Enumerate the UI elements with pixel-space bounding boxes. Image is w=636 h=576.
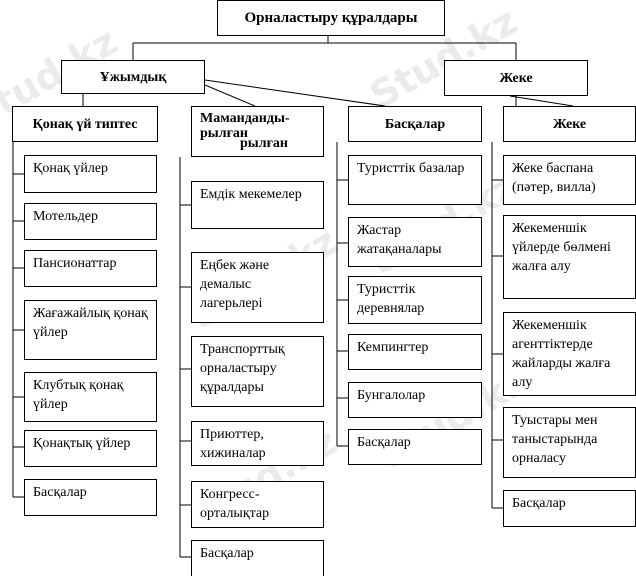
- list-item: Конгресс-орталықтар: [191, 481, 324, 528]
- list-item-label: Туристтік базалар: [357, 161, 465, 176]
- list-item-label: Пансионаттар: [33, 256, 117, 271]
- list-item: Туыстары мен таныстарында орналасу: [503, 407, 636, 478]
- column-header-hotel-type: Қонақ үй типтес: [12, 106, 158, 142]
- column-header-others: Басқалар: [348, 106, 482, 142]
- list-item-label: Туристтік деревнялар: [357, 282, 425, 316]
- list-item: Жекеменшік үйлерде бөлмені жалға алу: [503, 215, 636, 299]
- list-item-label: Кемпингтер: [357, 340, 429, 355]
- collective-label: Ұжымдық: [99, 69, 167, 85]
- list-item-label: Басқалар: [512, 496, 566, 511]
- root-node: Орналастыру құралдары: [217, 0, 445, 36]
- list-item-label: Басқалар: [33, 485, 87, 500]
- column-header-label: рылған: [200, 126, 248, 141]
- column-header-label: Жеке: [552, 116, 587, 132]
- list-item: Жеке баспана (пәтер, вилла): [503, 155, 636, 205]
- list-item: Жастар жатақаналары: [348, 217, 482, 267]
- private-label: Жеке: [499, 70, 533, 86]
- list-item: Приюттер, хижиналар: [191, 421, 324, 466]
- list-item: Жағажайлық қонақ үйлер: [24, 300, 157, 360]
- list-item-label: Транспорттық орналастыру құралдары: [200, 342, 285, 395]
- column-header-label: Қонақ үй типтес: [32, 116, 138, 132]
- list-item: Жекеменшік агенттіктерде жайларды жалға …: [503, 312, 636, 396]
- list-item: Туристтік деревнялар: [348, 276, 482, 324]
- list-item-label: Мотельдер: [33, 209, 98, 224]
- list-item: Басқалар: [24, 479, 157, 516]
- column-header-label: Мамандан­ды-: [200, 111, 290, 126]
- list-item-label: Қонақ үйлер: [33, 161, 109, 176]
- list-item: Туристтік базалар: [348, 155, 482, 205]
- list-item-label: Жекеменшік агенттіктерде жайларды жалға …: [512, 318, 611, 390]
- list-item: Басқалар: [503, 490, 636, 527]
- column-header-private: Жеке: [503, 106, 636, 142]
- list-item: Қонақтық үйлер: [24, 430, 157, 467]
- list-item-label: Басқалар: [200, 546, 254, 561]
- list-item: Мотельдер: [24, 203, 157, 240]
- list-item: Қонақ үйлер: [24, 155, 157, 193]
- list-item-label: Конгресс-орталықтар: [200, 487, 270, 521]
- list-item: Еңбек және демалыс лагерьлері: [191, 252, 324, 323]
- collective-node: Ұжымдық: [61, 60, 205, 94]
- list-item-label: Клубтық қонақ үйлер: [33, 378, 124, 412]
- list-item: Басқалар: [348, 429, 482, 465]
- list-item: Емдік мекемелер: [191, 181, 324, 229]
- list-item-label: Бунгалолар: [357, 388, 426, 403]
- list-item-label: Жеке баспана (пәтер, вилла): [512, 161, 596, 195]
- list-item-label: Туыстары мен таныстарында орналасу: [512, 413, 598, 466]
- list-item-label: Жағажайлық қонақ үйлер: [33, 306, 148, 340]
- list-item: Бунгалолар: [348, 382, 482, 418]
- list-item-label: Приюттер, хижиналар: [200, 427, 266, 461]
- list-item-label: Емдік мекемелер: [200, 187, 302, 202]
- list-item-label: Басқалар: [357, 435, 411, 450]
- column-header-label: Басқалар: [384, 116, 446, 132]
- list-item: Басқалар: [191, 540, 324, 576]
- list-item: Транспорттық орналастыру құралдары: [191, 336, 324, 407]
- list-item-label: Жекеменшік үйлерде бөлмені жалға алу: [512, 221, 611, 274]
- list-item: Пансионаттар: [24, 250, 157, 287]
- list-item: Клубтық қонақ үйлер: [24, 372, 157, 422]
- root-title: Орналастыру құралдары: [244, 9, 418, 26]
- list-item: Кемпингтер: [348, 334, 482, 370]
- column-header-overlap: рылған рылған: [200, 126, 315, 151]
- list-item-label: Жастар жатақаналары: [357, 223, 442, 257]
- list-item-label: Қонақтық үйлер: [33, 436, 131, 451]
- list-item-label: Еңбек және демалыс лагерьлері: [200, 258, 270, 311]
- private-node: Жеке: [444, 60, 588, 96]
- column-header-specialized: Мамандан­ды- рылған рылған: [191, 106, 324, 157]
- column-header-label: рылған: [240, 136, 288, 151]
